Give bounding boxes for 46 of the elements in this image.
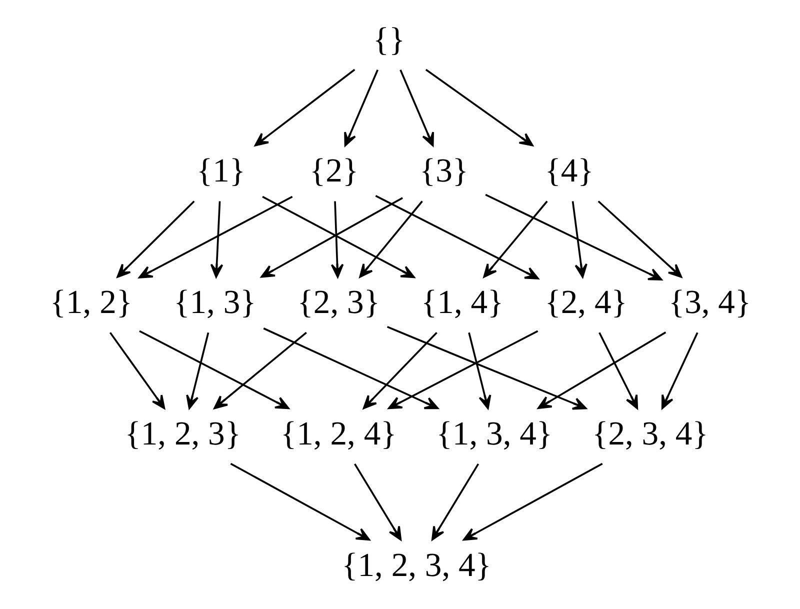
arrow bbox=[358, 200, 422, 278]
arrow bbox=[108, 332, 165, 410]
node-text: {1, 4} bbox=[420, 284, 504, 322]
node-text: {3, 4} bbox=[668, 284, 751, 322]
node-text: {1} bbox=[196, 152, 246, 190]
arrow bbox=[462, 462, 602, 541]
arrow bbox=[571, 201, 587, 278]
arrow bbox=[138, 196, 292, 278]
node-text: {2, 3} bbox=[296, 284, 380, 322]
node-text: {} bbox=[372, 21, 405, 58]
arrow bbox=[430, 463, 479, 540]
node-text: {1, 2} bbox=[49, 284, 132, 322]
node-text: {1, 3} bbox=[173, 284, 256, 322]
arrow bbox=[362, 332, 437, 410]
node-text: {1, 2, 3} bbox=[124, 415, 240, 452]
node-text: {2} bbox=[309, 152, 358, 190]
arrow bbox=[399, 70, 434, 146]
arrow bbox=[186, 332, 209, 410]
arrow bbox=[484, 194, 662, 280]
arrow bbox=[482, 200, 548, 278]
node-text: {2, 3, 4} bbox=[592, 415, 708, 452]
arrow bbox=[537, 332, 666, 409]
arrow bbox=[468, 332, 491, 410]
arrow bbox=[424, 68, 533, 146]
node-text: {1, 2, 4} bbox=[280, 415, 396, 452]
arrow bbox=[386, 326, 586, 410]
arrow bbox=[213, 332, 306, 410]
node-text: {3} bbox=[419, 152, 468, 190]
node-text: {1, 3, 4} bbox=[436, 415, 552, 452]
arrow bbox=[210, 201, 223, 278]
node-text: {2, 4} bbox=[544, 284, 627, 322]
arrow bbox=[598, 332, 638, 410]
arrow bbox=[344, 70, 378, 146]
node-text: {4} bbox=[544, 152, 594, 190]
arrow bbox=[230, 462, 370, 541]
arrow bbox=[354, 463, 402, 540]
arrow bbox=[660, 332, 698, 410]
arrow bbox=[330, 201, 344, 278]
arrow bbox=[254, 68, 355, 146]
arrow bbox=[388, 330, 538, 410]
arrow bbox=[597, 200, 682, 278]
arrow bbox=[116, 200, 194, 278]
arrow bbox=[138, 330, 289, 410]
arrow bbox=[262, 328, 438, 410]
arrow bbox=[374, 195, 538, 280]
node-text: {1, 2, 3, 4} bbox=[341, 546, 491, 584]
